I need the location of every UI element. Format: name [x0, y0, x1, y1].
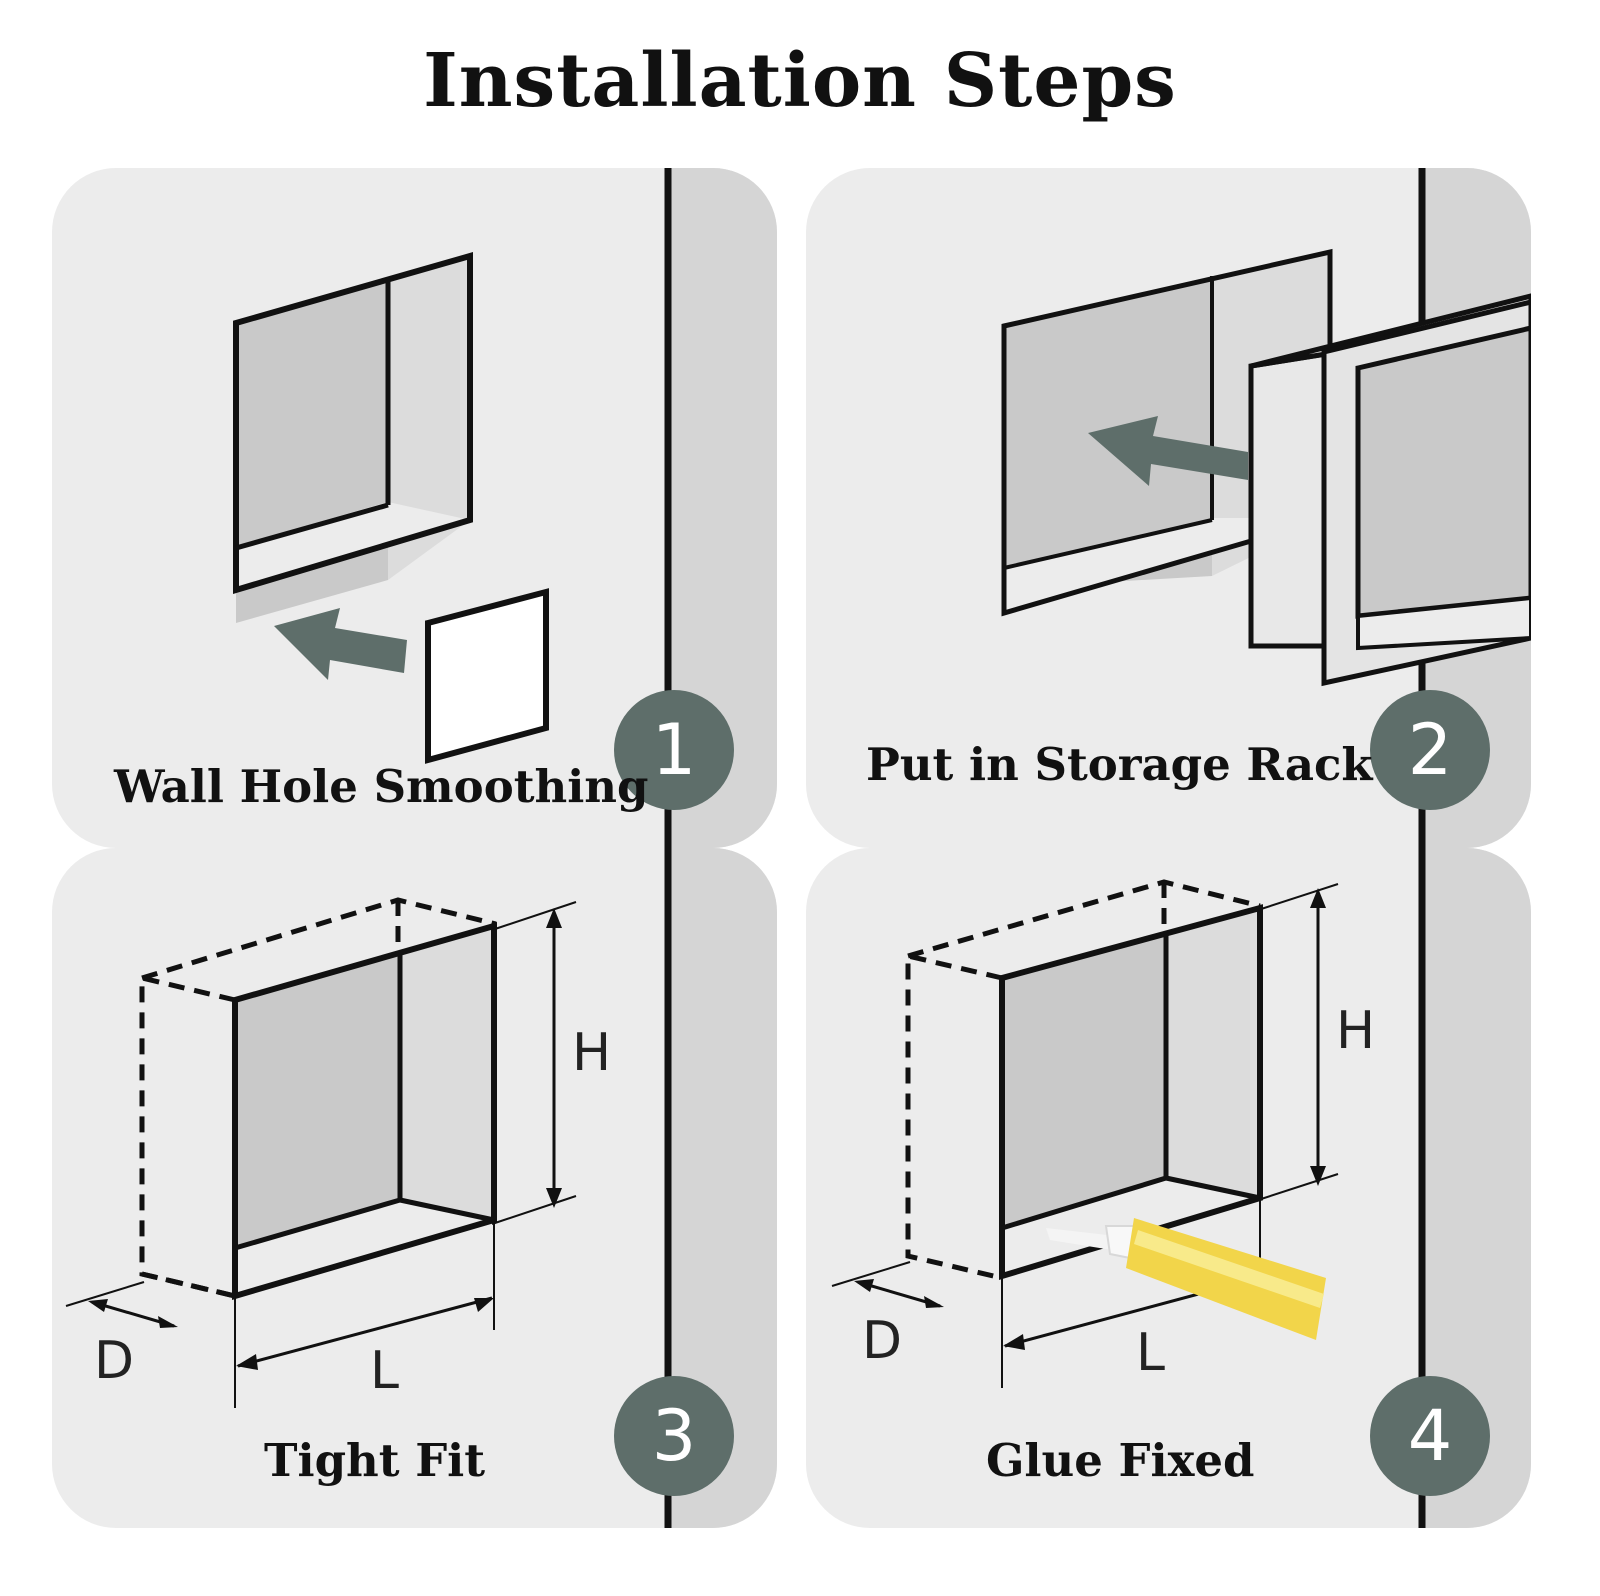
arrow-icon — [274, 608, 407, 680]
step-4-panel: H L D 4 Glue Fixed — [806, 848, 1531, 1528]
step-1-caption: Wall Hole Smoothing — [114, 760, 649, 813]
step-1-illustration — [233, 168, 777, 848]
step-3-panel: H L D 3 Tight Fit — [52, 848, 777, 1528]
page-title: Installation Steps — [423, 38, 1177, 124]
step-3-caption: Tight Fit — [264, 1434, 486, 1487]
step-3-badge: 3 — [614, 1376, 734, 1496]
step-4-caption: Glue Fixed — [986, 1434, 1255, 1487]
depth-label: D — [94, 1331, 134, 1391]
height-label: H — [572, 1023, 611, 1083]
step-2-panel: 2 Put in Storage Rack — [806, 168, 1531, 848]
glue-tube-icon — [1046, 1218, 1326, 1340]
height-label: H — [1336, 1001, 1375, 1061]
step-1-panel: 1 Wall Hole Smoothing — [52, 168, 777, 848]
length-label: L — [370, 1341, 399, 1401]
step-2-caption: Put in Storage Rack — [866, 738, 1373, 791]
step-1-badge: 1 — [614, 690, 734, 810]
step-2-badge: 2 — [1370, 690, 1490, 810]
arrow-icon — [1088, 416, 1248, 486]
depth-label: D — [862, 1311, 902, 1371]
step-4-badge: 4 — [1370, 1376, 1490, 1496]
length-label: L — [1136, 1323, 1165, 1383]
